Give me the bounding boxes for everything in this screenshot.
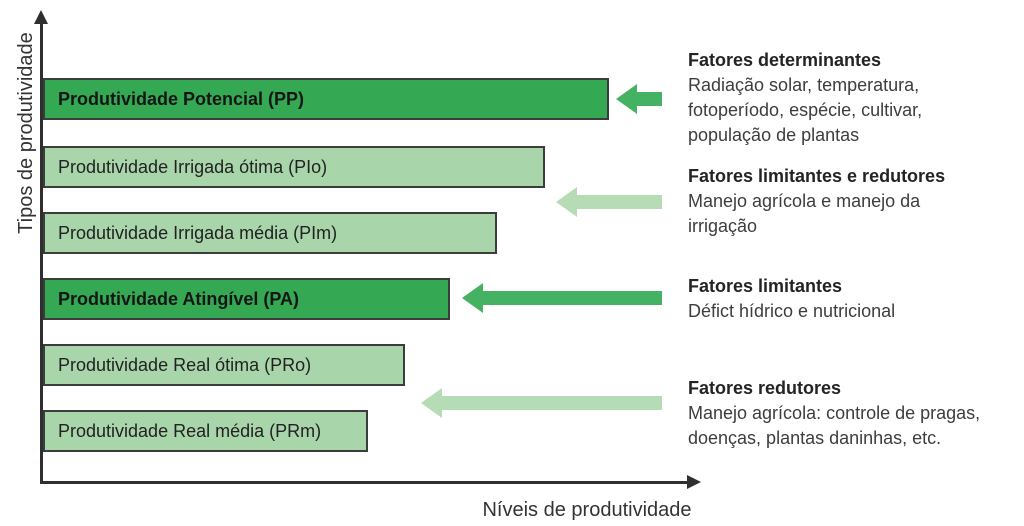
bar-label-pim: Produtividade Irrigada média (PIm) <box>58 222 338 243</box>
bar-pp: Produtividade Potencial (PP) <box>43 78 609 120</box>
annotation-line: Radiação solar, temperatura, <box>688 75 920 95</box>
annotation-title: Fatores determinantes <box>688 50 882 70</box>
left-arrow-icon <box>462 283 662 313</box>
bar-pio: Produtividade Irrigada ótima (PIo) <box>43 146 545 188</box>
annotation-line: Manejo agrícola: controle de pragas, <box>688 403 981 423</box>
bar-label-pp: Produtividade Potencial (PP) <box>58 88 305 109</box>
y-axis-arrow-icon <box>34 10 48 24</box>
left-arrow-icon <box>556 187 662 217</box>
left-arrow-icon <box>616 84 662 114</box>
bar-label-prm: Produtividade Real média (PRm) <box>58 420 322 441</box>
annotation-line: doenças, plantas daninhas, etc. <box>688 428 942 448</box>
annotation-line: irrigação <box>688 216 758 236</box>
x-axis-line <box>40 481 690 484</box>
annotation-title: Fatores redutores <box>688 378 842 398</box>
annotation-title: Fatores limitantes <box>688 276 843 296</box>
bar-pro: Produtividade Real ótima (PRo) <box>43 344 405 386</box>
annotation-line: Manejo agrícola e manejo da <box>688 191 921 211</box>
x-axis-label: Níveis de produtividade <box>482 499 692 521</box>
bar-pim: Produtividade Irrigada média (PIm) <box>43 212 497 254</box>
bar-label-pio: Produtividade Irrigada ótima (PIo) <box>58 156 328 177</box>
bar-label-pa: Produtividade Atingível (PA) <box>58 288 300 309</box>
bar-label-pro: Produtividade Real ótima (PRo) <box>58 354 312 375</box>
bar-prm: Produtividade Real média (PRm) <box>43 410 368 452</box>
y-axis-line <box>40 20 43 484</box>
annotation-line: população de plantas <box>688 125 860 145</box>
x-axis-arrow-icon <box>687 475 701 489</box>
annotation-line: fotoperíodo, espécie, cultivar, <box>688 100 923 120</box>
annotation-line: Défict hídrico e nutricional <box>688 301 896 321</box>
left-arrow-icon <box>421 388 662 418</box>
annotation-title: Fatores limitantes e redutores <box>688 166 946 186</box>
bar-pa: Produtividade Atingível (PA) <box>43 278 450 320</box>
y-axis-label: Tipos de produtividade <box>15 32 37 234</box>
